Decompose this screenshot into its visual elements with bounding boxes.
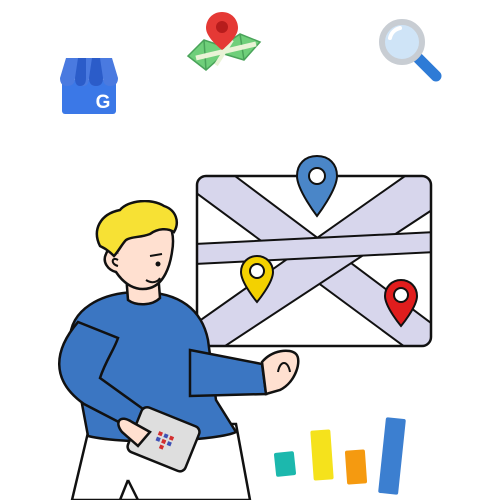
bar-orange — [344, 449, 368, 485]
person-arm-right — [188, 348, 268, 398]
magnifier-handle — [410, 50, 442, 82]
yellow-location-pin — [239, 254, 275, 304]
google-business-profile-icon: G — [60, 58, 118, 114]
bar-teal — [273, 451, 297, 477]
folded-map-with-pin-icon — [186, 12, 262, 71]
person-smile — [145, 277, 161, 284]
magnifying-glass-icon — [379, 19, 442, 82]
person-illustration — [58, 200, 300, 500]
bar-chart-decoration — [273, 417, 406, 495]
store-awning — [60, 58, 118, 86]
person-hand-left — [117, 417, 152, 448]
bar-blue — [378, 417, 406, 495]
red-location-pin — [383, 278, 419, 328]
person-hand-right — [260, 349, 300, 396]
blue-location-pin — [295, 154, 339, 218]
store-body — [62, 80, 116, 114]
business-g-letter: G — [96, 92, 111, 113]
person-hair — [95, 200, 178, 258]
person-arm-left — [58, 320, 152, 434]
tablet-logo — [155, 431, 175, 450]
bar-yellow — [310, 429, 334, 481]
map-card — [195, 154, 433, 348]
person-eye — [155, 261, 161, 267]
